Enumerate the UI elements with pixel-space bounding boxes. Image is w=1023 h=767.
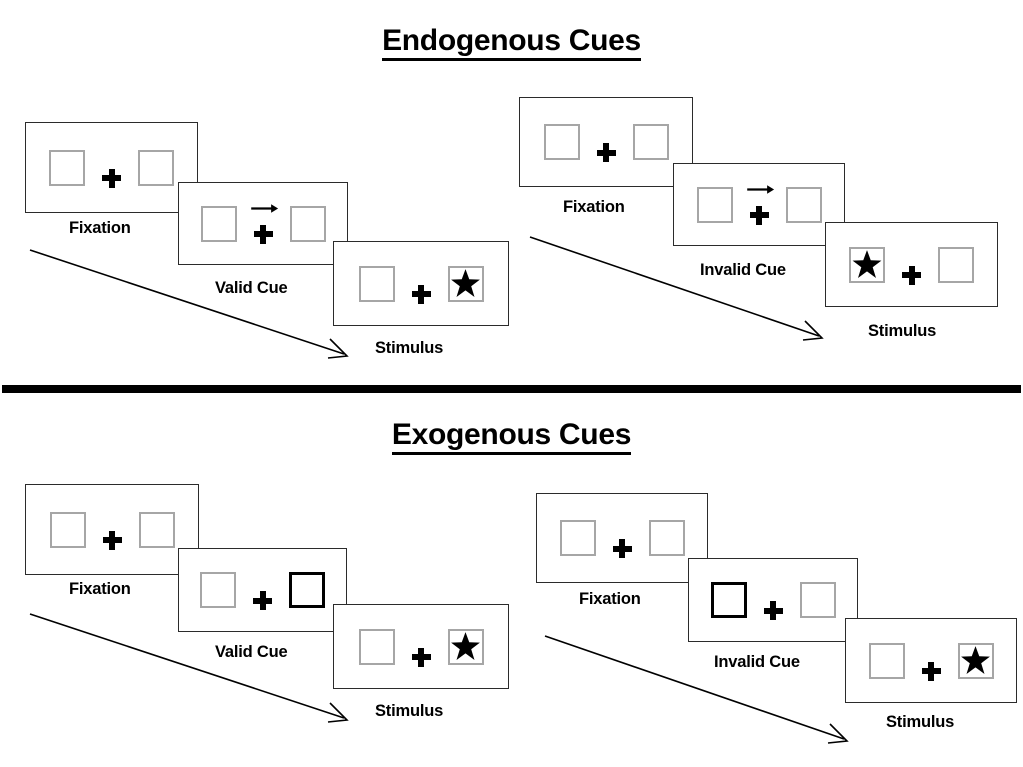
- centre-column: [921, 641, 941, 681]
- centre-column: [612, 518, 632, 558]
- panel-content: [674, 164, 844, 245]
- centre-column: [596, 122, 616, 162]
- right-box: [138, 149, 174, 186]
- caption-endogenous-invalid-cue: Invalid Cue: [700, 261, 786, 279]
- panel-content: [26, 485, 198, 574]
- caption-exogenous-invalid-stimulus: Stimulus: [886, 713, 955, 731]
- section-divider: [2, 385, 1021, 393]
- panel-endogenous-valid-fixation[interactable]: [25, 122, 198, 213]
- caption-endogenous-valid-cue: Valid Cue: [215, 279, 288, 297]
- plus-icon: [253, 591, 272, 610]
- plus-icon: [102, 168, 121, 188]
- caption-endogenous-invalid-fixation: Fixation: [563, 198, 625, 216]
- panel-endogenous-invalid-stimulus[interactable]: [825, 222, 998, 307]
- left-box: [200, 572, 236, 608]
- centre-column: [102, 510, 122, 550]
- plus-icon: [749, 205, 769, 225]
- panel-content: [26, 123, 197, 212]
- plus-icon: [902, 265, 921, 285]
- plus-icon: [411, 284, 431, 304]
- star-icon: [961, 646, 990, 674]
- caption-exogenous-valid-fixation: Fixation: [69, 580, 131, 598]
- section-title-exogenous: Exogenous Cues: [0, 418, 1023, 455]
- centre-column: [253, 570, 272, 610]
- centre-column: [411, 264, 431, 304]
- panel-exogenous-valid-cue[interactable]: [178, 548, 347, 632]
- plus-icon: [411, 647, 431, 667]
- centre-column: [747, 184, 775, 225]
- right-box: [447, 628, 484, 665]
- left-box: [543, 124, 580, 160]
- panel-content: [179, 549, 346, 631]
- section-title-endogenous-text: Endogenous Cues: [382, 24, 641, 61]
- caption-exogenous-invalid-fixation: Fixation: [579, 590, 641, 608]
- flow-arrow-endogenous-invalid: [529, 236, 824, 341]
- panel-exogenous-valid-fixation[interactable]: [25, 484, 199, 575]
- left-box: [358, 265, 395, 302]
- panel-content: [689, 559, 857, 641]
- plus-icon: [763, 601, 783, 620]
- plus-icon: [253, 224, 273, 244]
- centre-column: [251, 203, 279, 244]
- centre-column: [102, 148, 121, 188]
- plus-icon: [596, 143, 616, 162]
- plus-icon: [102, 530, 122, 550]
- caption-endogenous-valid-fixation: Fixation: [69, 219, 131, 237]
- right-box: [785, 186, 822, 223]
- plus-icon: [612, 539, 632, 558]
- left-box: [358, 628, 395, 665]
- right-box: [289, 205, 326, 242]
- left-box: [49, 149, 85, 186]
- panel-endogenous-invalid-cue[interactable]: [673, 163, 845, 246]
- right-box: [138, 511, 175, 548]
- caption-endogenous-invalid-stimulus: Stimulus: [868, 322, 937, 340]
- section-title-endogenous: Endogenous Cues: [0, 24, 1023, 61]
- left-box: [696, 186, 733, 223]
- panel-content: [846, 619, 1016, 702]
- panel-exogenous-invalid-fixation[interactable]: [536, 493, 708, 583]
- right-arrow-icon: [251, 203, 279, 213]
- right-box: [938, 246, 974, 283]
- right-box: [648, 520, 685, 556]
- panel-content: [334, 242, 508, 325]
- star-icon: [451, 269, 480, 297]
- star-icon: [852, 250, 882, 278]
- flow-arrow-exogenous-invalid: [544, 635, 849, 744]
- caption-endogenous-valid-stimulus: Stimulus: [375, 339, 444, 357]
- left-box: [849, 246, 885, 283]
- panel-content: [179, 183, 347, 264]
- panel-content: [334, 605, 508, 688]
- panel-exogenous-invalid-stimulus[interactable]: [845, 618, 1017, 703]
- panel-endogenous-valid-stimulus[interactable]: [333, 241, 509, 326]
- right-box-cued: [289, 572, 325, 608]
- panel-endogenous-valid-cue[interactable]: [178, 182, 348, 265]
- panel-endogenous-invalid-fixation[interactable]: [519, 97, 693, 187]
- panel-content: [537, 494, 707, 582]
- left-box: [49, 511, 86, 548]
- right-arrow-icon: [747, 184, 775, 194]
- panel-content: [826, 223, 997, 306]
- star-icon: [451, 632, 480, 660]
- left-box-cued: [710, 582, 747, 618]
- left-box: [868, 642, 905, 679]
- right-box: [447, 265, 484, 302]
- section-title-exogenous-text: Exogenous Cues: [391, 418, 631, 455]
- panel-content: [520, 98, 692, 186]
- panel-exogenous-invalid-cue[interactable]: [688, 558, 858, 642]
- left-box: [559, 520, 596, 556]
- left-box: [200, 205, 237, 242]
- right-box: [632, 124, 669, 160]
- right-box: [957, 642, 994, 679]
- caption-exogenous-valid-stimulus: Stimulus: [375, 702, 444, 720]
- panel-exogenous-valid-stimulus[interactable]: [333, 604, 509, 689]
- centre-column: [411, 627, 431, 667]
- centre-column: [763, 580, 783, 620]
- caption-exogenous-valid-cue: Valid Cue: [215, 643, 288, 661]
- centre-column: [902, 245, 921, 285]
- caption-exogenous-invalid-cue: Invalid Cue: [714, 653, 800, 671]
- plus-icon: [921, 661, 941, 681]
- right-box: [799, 582, 836, 618]
